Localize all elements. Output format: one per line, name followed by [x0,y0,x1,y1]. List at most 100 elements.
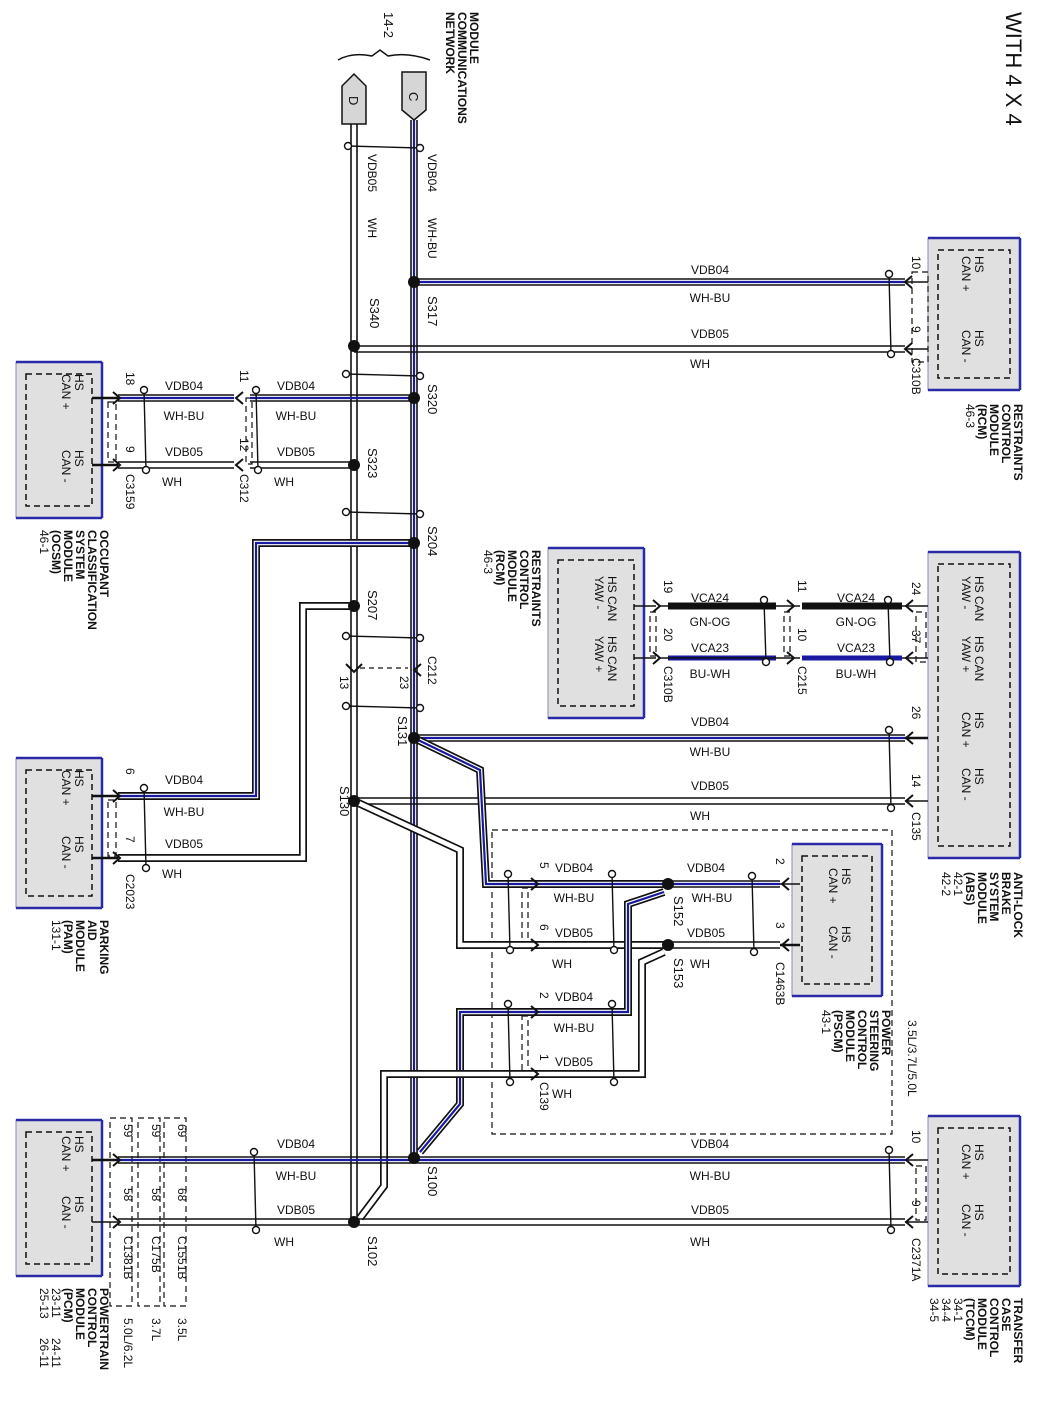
connector-arrow [904,651,914,665]
wire-label: WH [690,809,710,823]
pin-function-label: HS [972,256,986,273]
twist-end [749,947,759,957]
twist-end [341,507,351,517]
pin-function-label: CAN - [59,1196,73,1229]
module-ref: 42-2 [939,872,953,896]
connector-outline-c1381b [109,1117,133,1307]
connector-outline [783,611,791,657]
module-rcm-top-inner [937,249,1011,379]
module-ref: 46-3 [481,550,495,574]
wire-c139-s102 [358,1071,520,1220]
pin-function-label: CAN + [826,868,840,904]
module-ref: 43-1 [819,1010,833,1034]
splice-s340 [348,340,360,352]
wire-label: BU-WH [690,667,731,681]
wire-label: VDB05 [555,926,593,940]
wire-pam-vdb05 [118,602,354,862]
pin-function-label: HS [72,450,86,467]
module-pam [15,757,103,909]
pin-function-label: YAW - [592,576,606,609]
wire-label: VDB05 [277,1203,315,1217]
wire-label: GN-OG [690,615,731,629]
splice-s320 [408,392,420,404]
module-name: MODULE [843,1010,857,1062]
splice-s204 [408,537,420,549]
wire-label: WH-BU [276,409,317,423]
twisted-pair-mark [345,705,421,709]
connector-d-icon [341,72,367,125]
wire-s130-vdb05 [353,798,668,948]
wire-c139-s100 [418,1009,520,1154]
splice-s207 [348,600,360,612]
pin-number: 14 [909,774,923,788]
module-name: RESTRAINTS [529,550,543,627]
pin-number: 2 [773,858,787,865]
twist-end [609,1077,619,1087]
splice-s153 [662,939,674,951]
twisted-pair-mark [611,1003,615,1083]
wire-label: VDB05 [687,926,725,940]
connector-arrow [112,1215,122,1229]
twist-end [503,999,513,1009]
twisted-pair-mark [888,1149,892,1231]
twist-end [341,631,351,641]
pin-number: 11 [795,580,809,593]
twisted-pair-mark [751,875,755,953]
pin-number: 58 [149,1188,163,1202]
module-name: (TCCM) [963,1298,977,1341]
wire-label: VDB04 [687,861,725,875]
connector-outline [521,1015,529,1073]
module-name: MODULE [987,404,1001,456]
connector-outline [521,887,529,943]
wire-label: GN-OG [836,615,877,629]
wire-label: VDB05 [165,445,203,459]
wire-label: VDB04 [691,715,729,729]
connector-arrow [652,651,662,665]
wire-label: VDB04 [277,1137,315,1151]
pin-number: 26 [909,706,923,720]
module-abs [927,551,1021,859]
module-name: SYSTEM [987,872,1001,921]
twist-end [759,595,769,605]
twist-end [886,1225,896,1235]
wire-label: WH-BU [554,891,595,905]
pin-function-label: CAN + [59,770,73,806]
wire-c139-s100-stripe [419,1010,520,1153]
pin-function-label: HS CAN [605,576,619,621]
module-ref: 34-1 [951,1298,965,1322]
twist-end [415,371,425,381]
wire-label: VDB04 [165,379,203,393]
module-name: MODULE [73,1288,87,1340]
splice-label: S152 [671,896,686,926]
pin-function-label: HS CAN [972,636,986,681]
module-pam-inner [25,769,93,897]
pin-function-label: CAN + [59,374,73,410]
twist-end [883,595,893,605]
connector-arrow [234,458,244,472]
pin-function-label: HS [72,1136,86,1153]
pin-function-label: HS CAN [605,636,619,681]
pin-function-label: CAN - [59,450,73,483]
twisted-pair-mark [143,787,147,869]
module-name: OCCUPANT [97,530,111,598]
wire-s152-c139-stripe [520,890,665,1014]
pin-function-label: HS [72,770,86,787]
connector-id: C212 [425,656,439,685]
network-label: NETWORK [443,12,457,74]
connector-arrow [530,1005,540,1019]
pin-number: 5 [537,862,551,869]
wire-pam-vdb05 [118,603,354,861]
wire-s131-vdb04-stripe [413,737,668,886]
wire-label: VDB05 [277,445,315,459]
connector-outline-c1551b [163,1117,187,1307]
module-name: CASE [999,1298,1013,1331]
wire-label: WH [162,867,182,881]
pin-function-label: CAN + [959,1144,973,1180]
module-name: (PSCM) [831,1010,845,1053]
twisted-pair-mark [888,729,892,809]
module-name: POWER [879,1010,893,1056]
module-name: SYSTEM [73,530,87,579]
module-name: CONTROL [517,550,531,609]
pin-function-label: HS [839,868,853,885]
wire-label: WH [274,1235,294,1249]
